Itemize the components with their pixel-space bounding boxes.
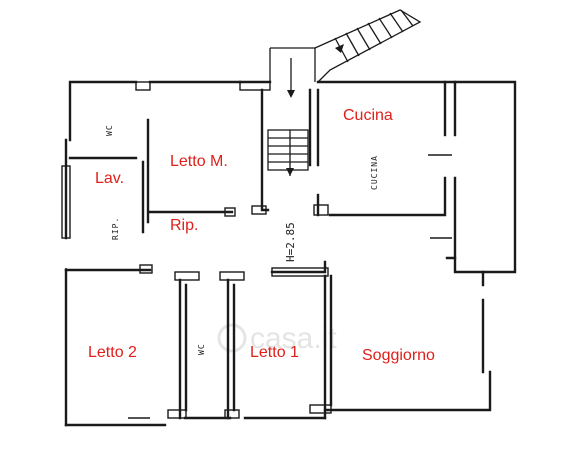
cucina-vertical-label: CUCINA — [370, 155, 379, 190]
wc-top-label: WC — [105, 124, 114, 136]
stairs — [267, 9, 422, 176]
room-label-letto-1: Letto 1 — [250, 344, 299, 361]
room-label-soggiorno: Soggiorno — [362, 347, 435, 364]
room-label-letto-m: Letto M. — [170, 153, 228, 170]
ceiling-height-label: H=2.85 — [284, 222, 297, 262]
room-label-letto-2: Letto 2 — [88, 344, 137, 361]
room-label-rip: Rip. — [170, 217, 198, 234]
wc-bottom-label: WC — [197, 343, 206, 355]
interior-walls — [64, 88, 333, 420]
room-label-lav: Lav. — [95, 170, 124, 187]
watermark-text: casa.it — [250, 322, 337, 355]
room-label-cucina: Cucina — [343, 107, 393, 124]
exterior-walls — [61, 80, 517, 427]
watermark: casa.it — [217, 322, 337, 355]
rip-vertical-label: RIP. — [111, 217, 120, 240]
